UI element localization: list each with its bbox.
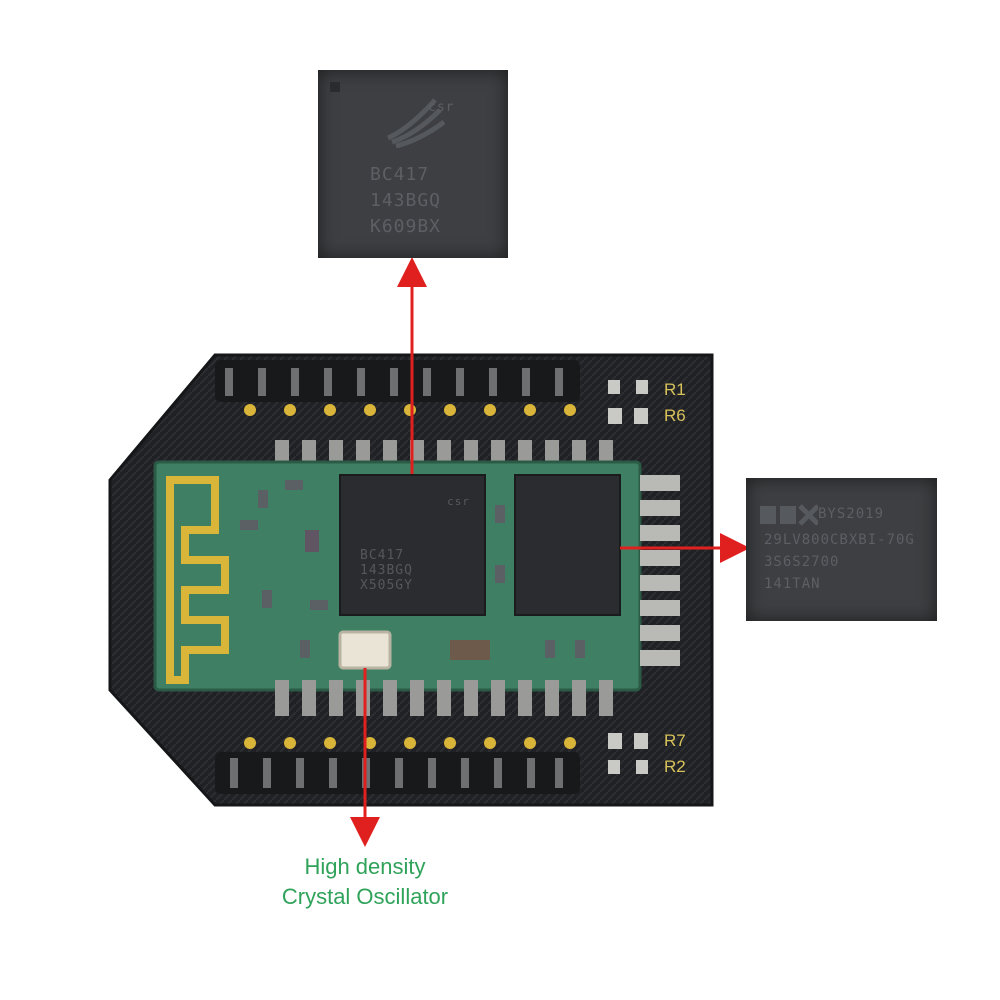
board-chip-line1: BC417 xyxy=(360,548,405,563)
caption-line2: Crystal Oscillator xyxy=(281,884,449,909)
antenna-trace xyxy=(166,476,229,684)
top-pin-header xyxy=(215,360,580,416)
label-r1: R1 xyxy=(664,380,686,399)
board-chip-line2: 143BGQ xyxy=(360,563,413,578)
board-main-chip-marking: csr BC417 143BGQ X505GY xyxy=(360,495,470,593)
top-chip-line1: BC417 xyxy=(370,164,430,185)
right-chip-line4: 141TAN xyxy=(764,576,821,592)
resistor-pads xyxy=(608,380,648,774)
top-chip-line3: K609BX xyxy=(370,216,442,237)
pin1-marker xyxy=(330,82,340,92)
crystal-oscillator xyxy=(338,630,392,670)
right-chip-line3: 3S6S2700 xyxy=(764,554,840,570)
board-chip-brand: csr xyxy=(447,495,470,508)
top-chip-brand: csr xyxy=(428,100,455,115)
board-chip-line3: X505GY xyxy=(360,578,413,593)
top-chip-zoom: csr BC417 143BGQ K609BX xyxy=(318,70,508,258)
right-chip-line1: BYS2019 xyxy=(818,506,885,522)
right-pads xyxy=(640,475,680,666)
mxic-logo-icon xyxy=(760,502,820,528)
bottom-solder-pads xyxy=(275,680,613,716)
label-r6: R6 xyxy=(664,406,686,425)
top-chip-line2: 143BGQ xyxy=(370,190,442,211)
caption: High density Crystal Oscillator xyxy=(215,852,515,912)
smd-components xyxy=(240,480,585,660)
caption-line1: High density xyxy=(304,854,426,879)
csr-logo-icon xyxy=(380,88,450,149)
board-flash-chip xyxy=(514,474,621,616)
right-chip-line2: 29LV800CBXBI-70G xyxy=(764,532,915,548)
board-main-chip xyxy=(339,474,486,616)
label-r7: R7 xyxy=(664,731,686,750)
label-r2: R2 xyxy=(664,757,686,776)
right-chip-zoom: BYS2019 29LV800CBXBI-70G 3S6S2700 141TAN xyxy=(746,478,937,621)
